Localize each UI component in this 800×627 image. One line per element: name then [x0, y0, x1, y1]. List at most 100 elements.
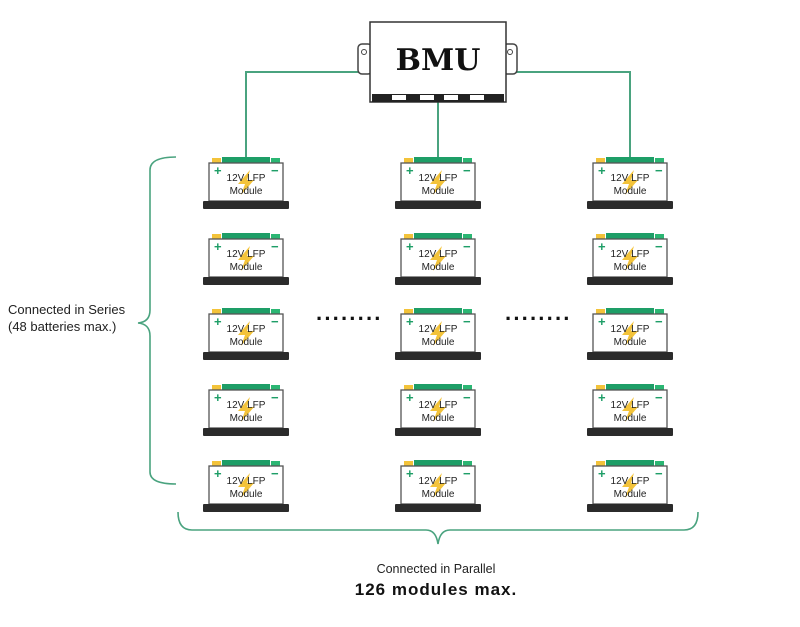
terminal-negative — [271, 234, 280, 240]
bmu-wire-right — [510, 71, 631, 157]
module-base — [203, 504, 289, 512]
module-label-line2: Module — [422, 337, 455, 348]
module-label-line2: Module — [614, 413, 647, 424]
module-base — [395, 201, 481, 209]
series-label: Connected in Series (48 batteries max.) — [8, 301, 125, 335]
bmu-wire-left — [245, 71, 365, 157]
module-top-cap — [606, 157, 654, 163]
module-top-cap — [414, 384, 462, 390]
terminal-negative — [655, 234, 664, 240]
terminal-negative — [655, 461, 664, 467]
module-base — [587, 504, 673, 512]
module-top-cap — [606, 233, 654, 239]
module-top-cap — [414, 233, 462, 239]
module-top-cap — [222, 460, 270, 466]
terminal-positive — [212, 158, 221, 164]
plus-icon: + — [214, 466, 222, 481]
terminal-negative — [655, 309, 664, 315]
minus-icon: − — [271, 239, 279, 254]
bolt-icon — [238, 473, 254, 498]
bmu-label: BMU — [396, 43, 481, 78]
module-body — [400, 238, 476, 278]
minus-icon: − — [271, 314, 279, 329]
minus-icon: − — [271, 390, 279, 405]
module-top-cap — [414, 157, 462, 163]
plus-icon: + — [214, 390, 222, 405]
module-label-line2: Module — [230, 337, 263, 348]
module-base — [587, 352, 673, 360]
bmu-connector-strip — [372, 94, 504, 102]
terminal-positive — [596, 309, 605, 315]
module-base — [203, 352, 289, 360]
module-label-line1: 12V LFP — [611, 476, 650, 487]
bolt-icon — [430, 473, 446, 498]
terminal-negative — [271, 309, 280, 315]
module-top-cap — [222, 233, 270, 239]
minus-icon: − — [655, 163, 663, 178]
terminal-negative — [655, 158, 664, 164]
module-label-line2: Module — [614, 337, 647, 348]
terminal-positive — [212, 234, 221, 240]
module-base — [395, 504, 481, 512]
module-label-line1: 12V LFP — [419, 476, 458, 487]
terminal-positive — [212, 309, 221, 315]
bolt-icon — [430, 246, 446, 271]
bolt-icon — [622, 473, 638, 498]
bolt-icon — [430, 321, 446, 346]
parallel-bracket — [177, 511, 699, 545]
bolt-icon — [238, 246, 254, 271]
minus-icon: − — [463, 239, 471, 254]
terminal-negative — [463, 309, 472, 315]
minus-icon: − — [271, 466, 279, 481]
plus-icon: + — [214, 163, 222, 178]
module-label-line1: 12V LFP — [227, 173, 266, 184]
module-top-cap — [606, 308, 654, 314]
module-label-line1: 12V LFP — [611, 400, 650, 411]
module-label-line1: 12V LFP — [227, 476, 266, 487]
module-label-line2: Module — [614, 489, 647, 500]
module-base — [587, 277, 673, 285]
bmu-screw — [361, 49, 367, 55]
bmu-unit: BMU — [357, 21, 518, 103]
plus-icon: + — [598, 314, 606, 329]
module-base — [203, 201, 289, 209]
minus-icon: − — [655, 466, 663, 481]
module-top-cap — [414, 308, 462, 314]
module-body — [400, 162, 476, 202]
minus-icon: − — [655, 239, 663, 254]
module-label-line1: 12V LFP — [419, 324, 458, 335]
minus-icon: − — [655, 314, 663, 329]
bmu-screw — [507, 49, 513, 55]
parallel-ellipsis-left: ········ — [316, 306, 383, 331]
module-label-line2: Module — [230, 413, 263, 424]
plus-icon: + — [214, 314, 222, 329]
bolt-icon — [430, 397, 446, 422]
module-label-line1: 12V LFP — [611, 249, 650, 260]
module-top-cap — [222, 384, 270, 390]
minus-icon: − — [463, 390, 471, 405]
terminal-negative — [655, 385, 664, 391]
bolt-icon — [622, 321, 638, 346]
module-label-line1: 12V LFP — [419, 249, 458, 260]
module-label-line1: 12V LFP — [227, 400, 266, 411]
module-label-line1: 12V LFP — [227, 249, 266, 260]
bolt-icon — [430, 170, 446, 195]
bolt-icon — [238, 170, 254, 195]
terminal-negative — [463, 461, 472, 467]
terminal-positive — [212, 385, 221, 391]
module-top-cap — [606, 460, 654, 466]
terminal-negative — [271, 158, 280, 164]
plus-icon: + — [214, 239, 222, 254]
terminal-positive — [404, 234, 413, 240]
terminal-negative — [463, 385, 472, 391]
